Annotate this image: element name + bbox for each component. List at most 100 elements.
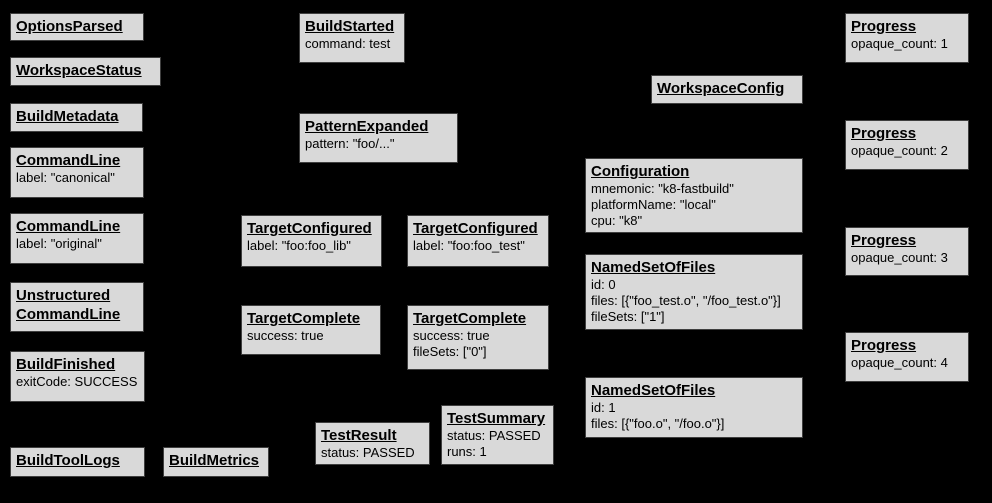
event-node-title: BuildFinished [16,355,139,374]
event-node-build-tool-logs: BuildToolLogs [10,447,145,477]
title-line: WorkspaceStatus [16,62,142,79]
event-node-attr: exitCode: SUCCESS [16,374,138,389]
event-node-build-metadata: BuildMetadata [10,103,143,132]
event-node-attr: mnemonic: "k8-fastbuild" [591,181,734,196]
event-node-title: BuildStarted [305,17,399,36]
title-line: BuildStarted [305,18,395,35]
title-line: NamedSetOfFiles [591,259,716,276]
event-node-title: CommandLine [16,151,138,170]
title-line: Configuration [591,163,690,180]
title-line: CommandLine [16,152,121,169]
event-node-title: NamedSetOfFiles [591,258,797,277]
event-node-title: TargetComplete [247,309,375,328]
title-line: TargetConfigured [413,220,538,237]
event-node-attr: status: PASSED [447,428,541,443]
event-node-attr: runs: 1 [447,444,487,459]
event-node-attr: platformName: "local" [591,197,716,212]
title-line: BuildMetadata [16,108,119,125]
event-node-attr: cpu: "k8" [591,213,643,228]
event-node-workspace-config: WorkspaceConfig [651,75,803,104]
event-node-attr: pattern: "foo/..." [305,136,395,151]
title-line: CommandLine [16,306,121,323]
event-node-attr: files: [{"foo_test.o", "/foo_test.o"}] [591,293,781,308]
event-node-title: Progress [851,17,963,36]
title-line: PatternExpanded [305,118,429,135]
event-node-title: TargetConfigured [413,219,543,238]
title-line: TestResult [321,427,397,444]
event-node-attr: files: [{"foo.o", "/foo.o"}] [591,416,725,431]
title-line: BuildToolLogs [16,452,120,469]
title-line: Progress [851,125,917,142]
title-line: TestSummary [447,410,546,427]
event-node-attr: opaque_count: 3 [851,250,948,265]
event-node-attr: opaque_count: 4 [851,355,948,370]
event-node-workspace-status: WorkspaceStatus [10,57,161,86]
title-line: NamedSetOfFiles [591,382,716,399]
event-node-options-parsed: OptionsParsed [10,13,144,41]
event-node-title: WorkspaceConfig [657,79,797,98]
title-line: Progress [851,232,917,249]
event-node-attr: id: 0 [591,277,616,292]
event-node-build-metrics: BuildMetrics [163,447,269,477]
event-node-title: Progress [851,124,963,143]
title-line: CommandLine [16,218,121,235]
event-node-attr: command: test [305,36,391,51]
event-node-title: Configuration [591,162,797,181]
event-node-title: Progress [851,231,963,250]
event-node-attr: success: true [247,328,324,343]
event-node-attr: label: "canonical" [16,170,115,185]
event-node-attr: fileSets: ["0"] [413,344,487,359]
event-node-attr: label: "foo:foo_lib" [247,238,351,253]
event-node-attr: fileSets: ["1"] [591,309,665,324]
event-node-attr: opaque_count: 1 [851,36,948,51]
event-node-attr: success: true [413,328,490,343]
event-node-title: BuildToolLogs [16,451,139,470]
title-line: BuildMetrics [169,452,260,469]
title-line: WorkspaceConfig [657,80,785,97]
event-node-title: WorkspaceStatus [16,61,155,80]
event-node-attr: opaque_count: 2 [851,143,948,158]
event-node-title: NamedSetOfFiles [591,381,797,400]
event-node-title: BuildMetadata [16,107,137,126]
title-line: BuildFinished [16,356,116,373]
event-node-title: TestSummary [447,409,548,428]
event-node-attr: label: "foo:foo_test" [413,238,525,253]
event-node-title: TargetConfigured [247,219,376,238]
title-line: TargetComplete [413,310,527,327]
event-node-title: OptionsParsed [16,17,138,36]
title-line: Unstructured [16,287,111,304]
title-line: OptionsParsed [16,18,123,35]
event-node-attr: status: PASSED [321,445,415,460]
event-node-title: TestResult [321,426,424,445]
title-line: Progress [851,337,917,354]
title-line: TargetComplete [247,310,361,327]
event-node-title: TargetComplete [413,309,543,328]
title-line: Progress [851,18,917,35]
event-node-attr: label: "original" [16,236,102,251]
event-node-title: Progress [851,336,963,355]
title-line: TargetConfigured [247,220,372,237]
event-node-title: PatternExpanded [305,117,452,136]
event-node-title: CommandLine [16,217,138,236]
